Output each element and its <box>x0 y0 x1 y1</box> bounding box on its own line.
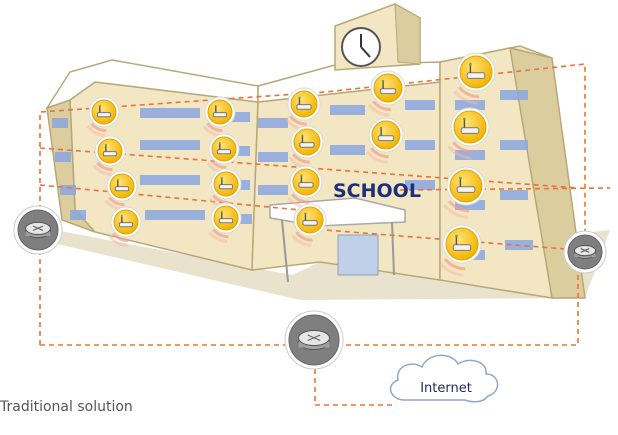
wireless-access-point-icon <box>104 170 138 211</box>
window <box>330 145 365 155</box>
window <box>70 210 86 220</box>
wireless-access-point-icon <box>285 87 321 131</box>
window <box>140 175 200 185</box>
right-wing-side <box>509 47 586 299</box>
wireless-access-point-icon <box>108 206 142 247</box>
canopy-pillar <box>391 221 395 276</box>
window <box>258 118 288 128</box>
clock-tower-side <box>394 3 421 65</box>
window <box>232 214 252 224</box>
wireless-access-point-icon <box>291 203 327 247</box>
ethernet-cabling <box>39 63 611 406</box>
window <box>330 105 365 115</box>
window <box>455 100 485 110</box>
window <box>140 140 200 150</box>
window <box>230 146 250 156</box>
wireless-access-point-icon <box>287 165 323 209</box>
wireless-access-point-icon <box>367 70 406 117</box>
window <box>145 210 205 220</box>
window <box>60 185 76 195</box>
window <box>258 152 288 162</box>
cable-link <box>314 360 395 406</box>
canopy-pillar <box>281 219 289 283</box>
window <box>55 152 71 162</box>
internet-label: Internet <box>420 381 472 396</box>
wireless-access-point-icon <box>206 133 240 174</box>
network-switch-icon <box>284 310 344 370</box>
cable-link <box>299 227 579 251</box>
wireless-access-point-icon <box>86 96 120 137</box>
clock-icon <box>341 27 381 67</box>
wireless-access-point-icon <box>439 224 482 277</box>
network-switches <box>13 205 607 370</box>
wireless-access-point-icon <box>288 125 324 169</box>
wireless-access-point-icon <box>202 96 236 137</box>
network-switch-icon <box>563 230 607 274</box>
window <box>500 140 528 150</box>
access-points <box>86 52 496 277</box>
window <box>140 108 200 118</box>
window <box>405 100 435 110</box>
window <box>230 112 250 122</box>
wireless-access-point-icon <box>365 117 404 164</box>
cable-link <box>40 270 579 346</box>
wireless-access-point-icon <box>92 135 126 176</box>
cable-link <box>39 63 586 238</box>
network-switch-icon <box>13 205 63 255</box>
internet-cloud-icon: Internet <box>389 354 499 403</box>
wireless-access-point-icon <box>208 202 242 243</box>
wireless-access-point-icon <box>453 52 496 105</box>
window <box>455 150 485 160</box>
wireless-access-point-icon <box>443 166 486 219</box>
window <box>405 180 435 190</box>
school-building <box>40 3 610 300</box>
window <box>52 118 68 128</box>
window <box>500 190 528 200</box>
wireless-access-point-icon <box>208 168 242 209</box>
window <box>405 140 435 150</box>
entrance-door <box>337 234 379 276</box>
window <box>500 90 528 100</box>
diagram-caption: Traditional solution <box>0 399 133 415</box>
cable-link <box>39 184 301 211</box>
cable-link <box>399 187 611 191</box>
school-sign: SCHOOL <box>333 180 421 202</box>
wireless-access-point-icon <box>447 107 490 160</box>
window <box>258 185 288 195</box>
